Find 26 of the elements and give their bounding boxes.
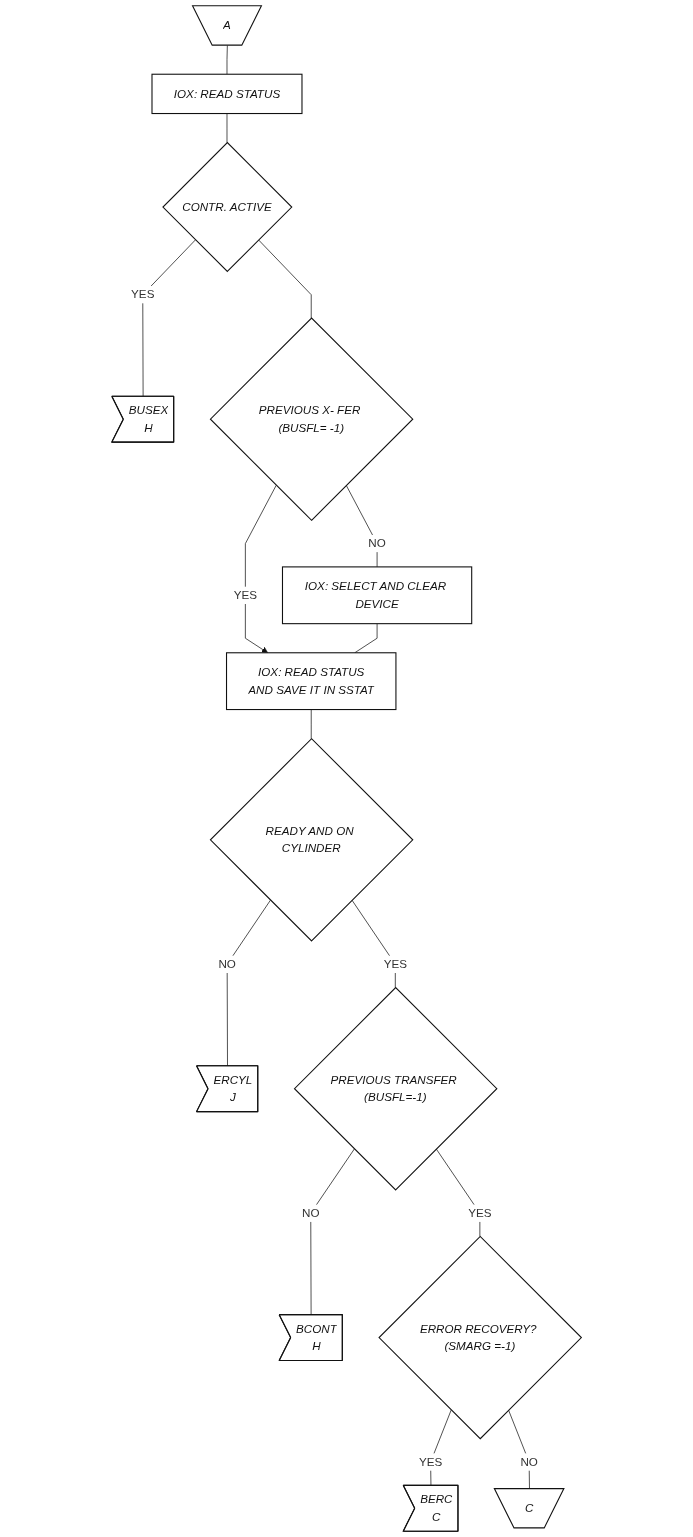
connector (354, 623, 378, 654)
node-diamond: CONTR. ACTIVE (162, 141, 293, 273)
edge-label: NO (368, 537, 386, 550)
node-box: IOX: READ STATUS AND SAVE IT IN SSTAT (225, 652, 397, 711)
edge-label: YES (383, 957, 407, 971)
edge-label: YES (468, 1206, 492, 1219)
node-diamond: READY AND ON CYLINDER (209, 737, 414, 942)
edge-label: YES (233, 588, 257, 602)
connector (345, 484, 378, 568)
node-box: IOX: READ STATUS (151, 73, 303, 115)
node-diamond: ERROR RECOVERY? (SMARG =-1) (378, 1235, 583, 1440)
connector (258, 239, 312, 319)
edge-label: YES (130, 288, 155, 301)
node-box: IOX: SELECT AND CLEAR DEVICE (281, 566, 473, 625)
connector (142, 239, 196, 397)
connector (226, 45, 228, 75)
edge-label: YES (418, 1455, 443, 1468)
node-diamond: PREVIOUS X- FER (BUSFL= -1) (209, 317, 414, 522)
node-diamond: PREVIOUS TRANSFER (BUSFL=-1) (293, 986, 498, 1191)
connector (226, 113, 228, 143)
connector (435, 1148, 481, 1237)
edge-label: NO (218, 957, 236, 971)
edge-label: NO (520, 1455, 538, 1468)
connector (310, 709, 312, 739)
connector (351, 899, 396, 988)
edge-label: NO (301, 1206, 320, 1219)
